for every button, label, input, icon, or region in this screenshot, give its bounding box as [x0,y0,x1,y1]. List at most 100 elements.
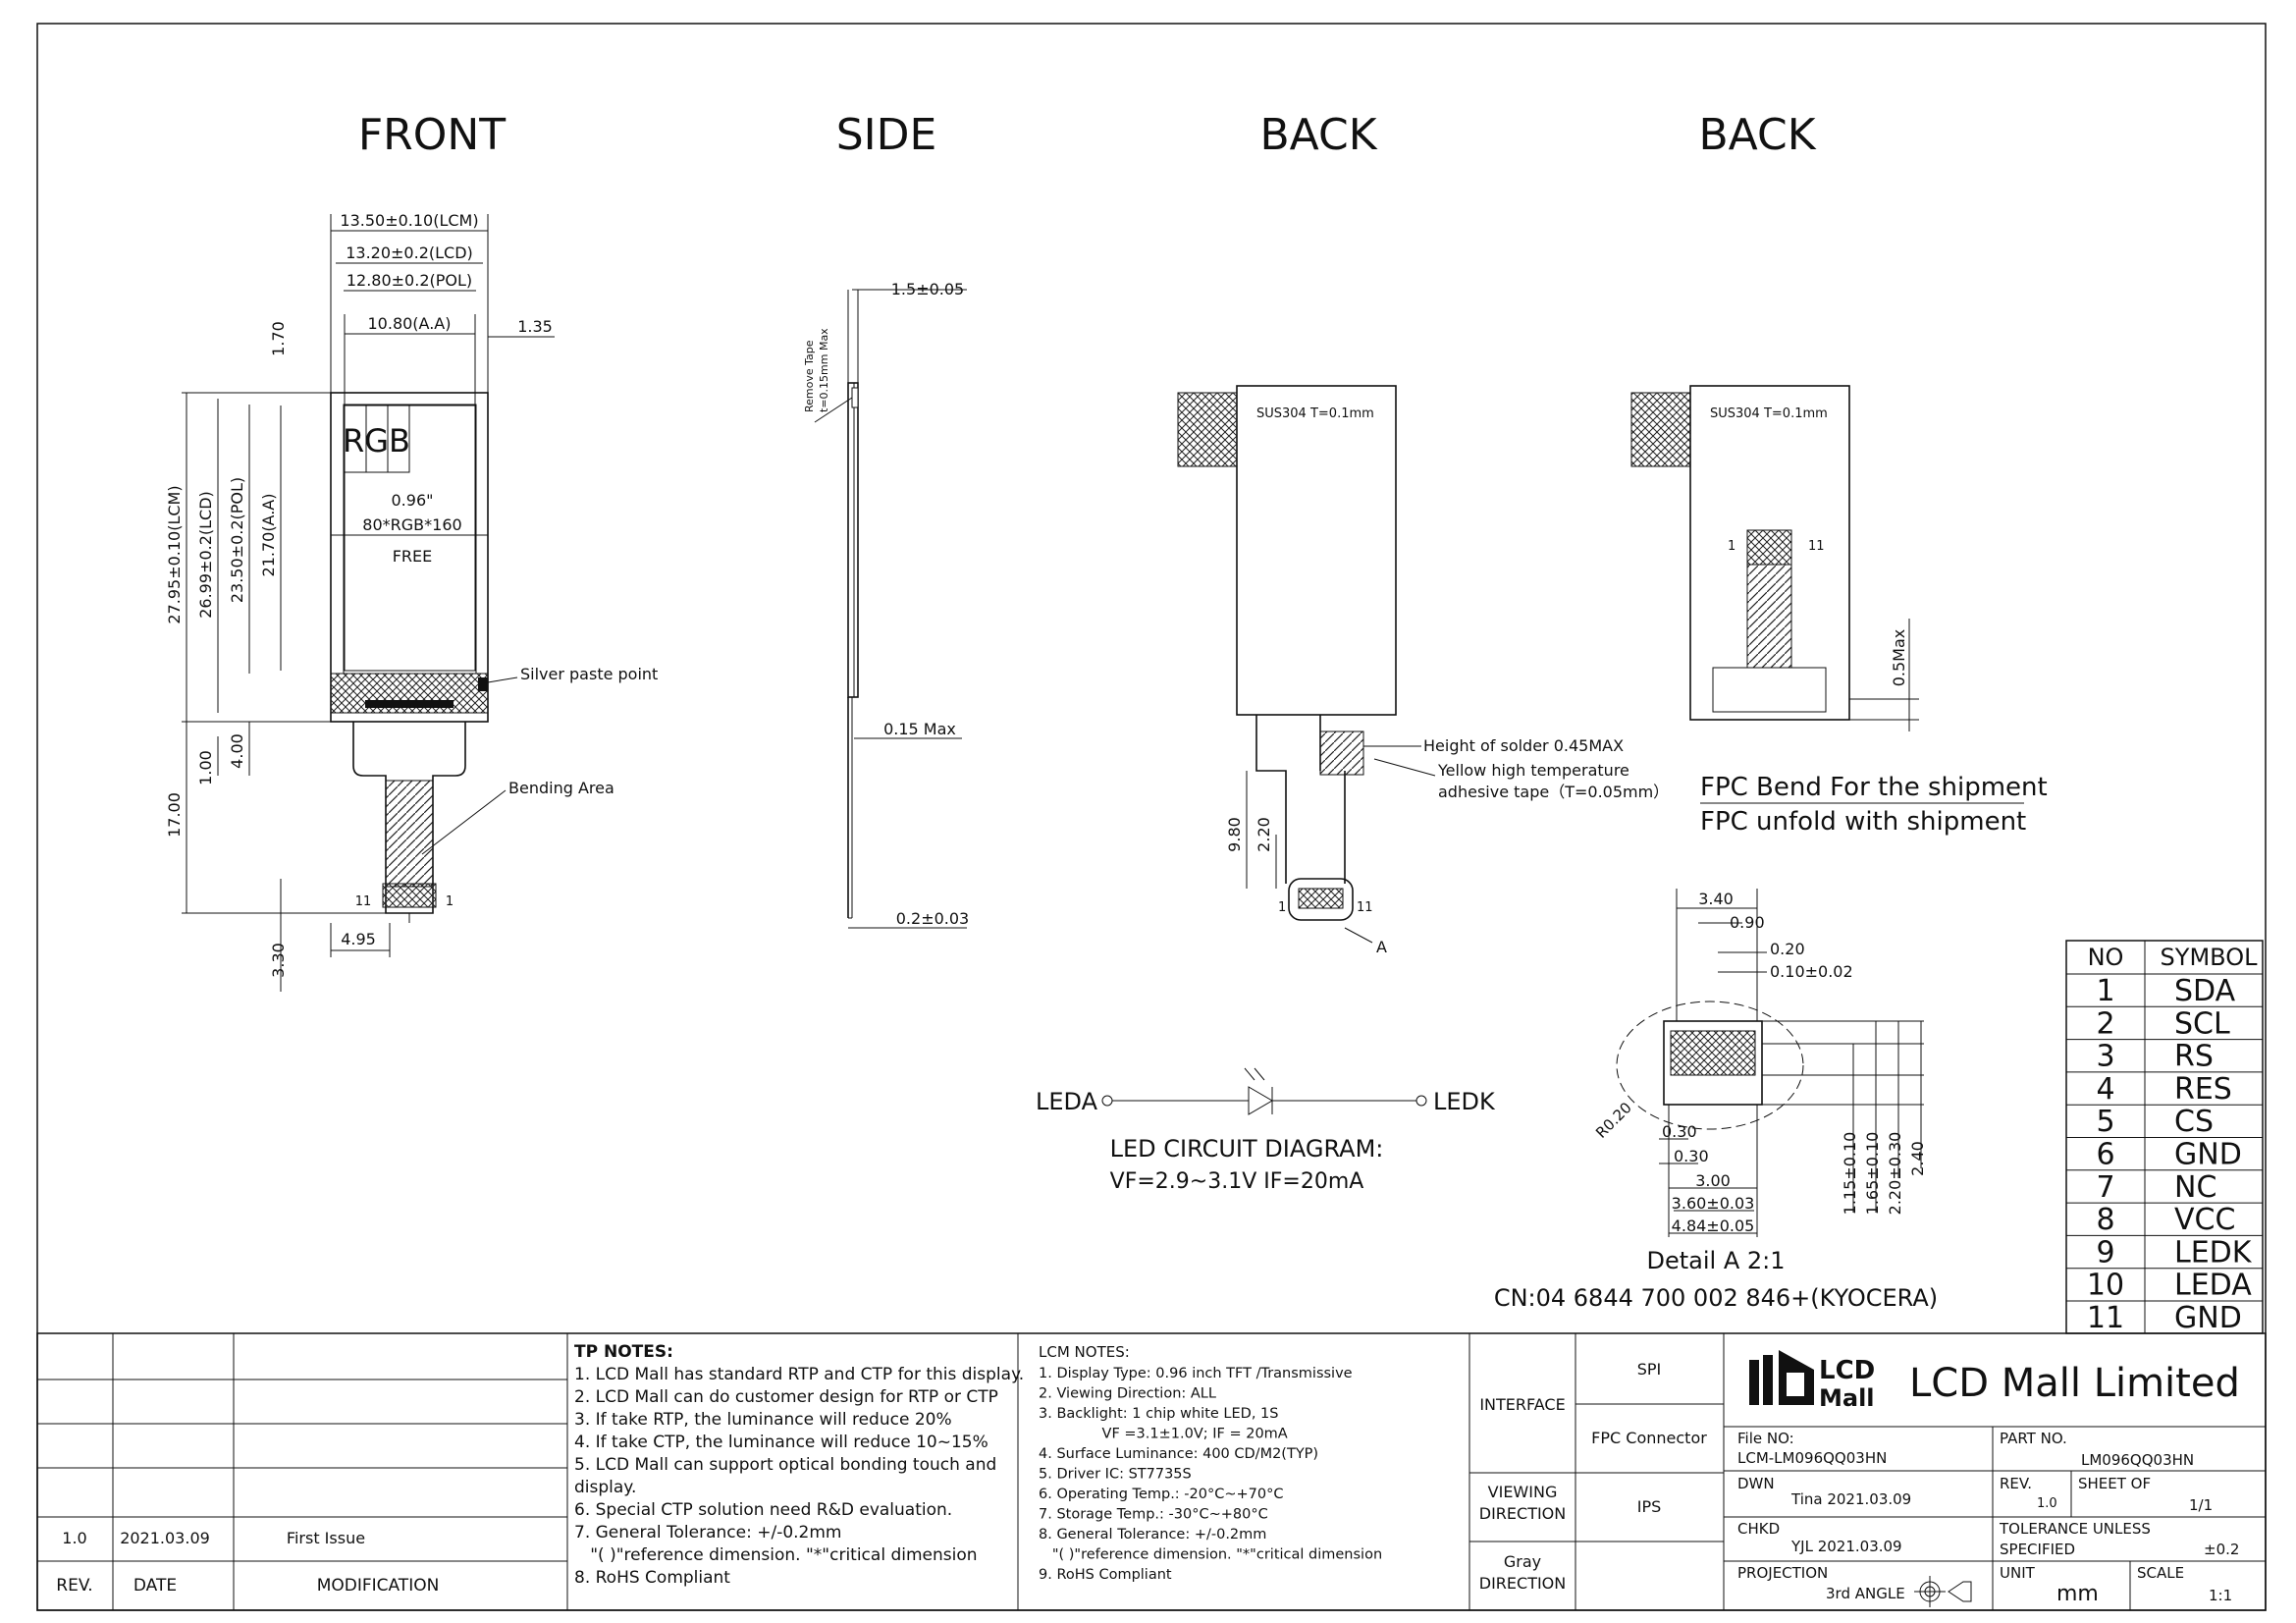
bending-area-label: Bending Area [508,779,614,797]
pin-table-header-symbol: SYMBOL [2161,944,2259,971]
title-block: LCD Mall LCD Mall Limited File NO: LCM-L… [1724,1350,2266,1610]
pin-number: 6 [2096,1138,2114,1172]
date-header: DATE [133,1576,177,1596]
detail-dim-165: 1.65±0.10 [1863,1132,1882,1216]
detail-dim-115: 1.15±0.10 [1841,1132,1859,1216]
note-line: 2. Viewing Direction: ALL [1039,1386,1216,1402]
note-line: 6. Operating Temp.: -20°C~+70°C [1039,1487,1283,1502]
rev-header: REV. [56,1576,92,1596]
scale-label: SCALE [2137,1564,2184,1582]
logo-text-mall: Mall [1819,1384,1875,1412]
unit-label: UNIT [2000,1564,2036,1582]
dwn-value: Tina 2021.03.09 [1790,1490,1911,1508]
detail-connector-body [1663,1020,1763,1106]
tolerance-label-1: TOLERANCE UNLESS [1999,1520,2151,1538]
back-1-outline [1236,385,1397,716]
detail-dim-360: 3.60±0.03 [1672,1194,1755,1213]
gray-label-1: Gray [1504,1552,1541,1571]
pin-symbol: GND [2174,1138,2242,1172]
note-line: 5. Driver IC: ST7735S [1039,1467,1192,1483]
front-resolution: 80*RGB*160 [362,515,461,534]
pin-number: 2 [2096,1006,2114,1041]
front-lcm-outline [330,392,489,723]
viewing-label-2: DIRECTION [1479,1504,1567,1523]
unit-value: mm [2056,1582,2099,1606]
note-line: 7. Storage Temp.: -30°C~+80°C [1039,1507,1268,1523]
pin-number: 4 [2096,1072,2114,1107]
lcm-notes: LCM NOTES: 1. Display Type: 0.96 inch TF… [1039,1343,1382,1583]
chkd-label: CHKD [1737,1520,1780,1538]
dim-1: 1.00 [196,750,215,785]
note-line: 4. If take CTP, the luminance will reduc… [574,1433,988,1452]
view-title-side: SIDE [836,110,937,160]
yellow-tape-label-2: adhesive tape（T=0.05mm） [1438,783,1669,801]
detail-a: 3.40 0.90 0.20 0.10±0.02 R0.20 0.30 0.30… [1494,889,1938,1312]
modification-header: MODIFICATION [317,1576,440,1596]
back-2-sus: SUS304 T=0.1mm [1710,406,1828,421]
pin-symbol: VCC [2174,1203,2235,1237]
projection-value: 3rd ANGLE [1826,1585,1905,1602]
tolerance-label-2: SPECIFIED [2000,1541,2075,1558]
side-dim-max: 0.15 Max [883,720,956,738]
side-dim-thickness: 1.5±0.05 [891,280,964,298]
dim-lcd-height: 26.99±0.2(LCD) [196,491,215,619]
interface-value: SPI [1637,1360,1662,1379]
pin-symbol: GND [2174,1301,2242,1335]
chkd-value: YJL 2021.03.09 [1790,1538,1902,1555]
tolerance-value: ±0.2 [2204,1541,2239,1558]
detail-dim-240: 2.40 [1908,1141,1927,1176]
dim-aa-height: 21.70(A.A) [259,494,278,577]
front-free: FREE [393,547,433,566]
back-2-pin-11: 11 [1808,539,1825,554]
dim-pol-height: 23.50±0.2(POL) [228,477,246,603]
pin-symbol: LEDK [2174,1235,2253,1270]
solder-area [1319,730,1364,776]
back-2-pin-1: 1 [1728,539,1735,554]
back-1-pin-1: 1 [1278,900,1286,915]
detail-callout-a: A [1376,938,1387,956]
note-line: 4. Surface Luminance: 400 CD/M2(TYP) [1039,1446,1318,1462]
silver-paste-label: Silver paste point [520,665,658,683]
fpc-bend-note: FPC Bend For the shipment [1700,773,2048,802]
led-diagram-spec: VF=2.9~3.1V IF=20mA [1110,1169,1364,1194]
silver-paste-point [478,677,488,691]
rev-value: 1.0 [62,1529,86,1547]
rev-number: 1.0 [2037,1496,2057,1511]
viewing-value: IPS [1637,1497,1662,1516]
back-2-outline [1689,385,1850,721]
side-panel [847,382,859,698]
scale-value: 1:1 [2209,1587,2232,1604]
pin-symbol: LEDA [2174,1269,2252,1303]
yellow-tape-label-1: Yellow high temperature [1437,761,1629,780]
led-circuit: LEDA LEDK LED CIRCUIT DIAGRAM: VF=2.9~3.… [1036,1067,1496,1194]
detail-dim-030b: 0.30 [1674,1147,1709,1165]
logo-text-lcd: LCD [1819,1356,1875,1385]
detail-dim-484: 4.84±0.05 [1672,1217,1755,1235]
detail-title: Detail A 2:1 [1647,1247,1786,1274]
note-line: 8. General Tolerance: +/-0.2mm [1039,1527,1266,1542]
note-line: 5. LCD Mall can support optical bonding … [574,1455,996,1475]
dim-aa-width: 10.80(A.A) [368,314,452,333]
connector-part-no: CN:04 6844 700 002 846+(KYOCERA) [1494,1284,1938,1312]
tp-notes-title: TP NOTES: [574,1342,673,1362]
view-title-front: FRONT [358,110,506,160]
side-tape: Remove Tape [803,340,816,412]
back-view-2: SUS304 T=0.1mm 1 11 0.5Max FPC Bend For … [1630,385,2048,837]
front-pin-11: 11 [355,894,372,909]
note-line: 2. LCD Mall can do customer design for R… [574,1387,998,1407]
revision-block: 1.0 2021.03.09 First Issue REV. DATE MOD… [37,1333,568,1610]
led-diagram-title: LED CIRCUIT DIAGRAM: [1110,1135,1384,1163]
view-title-back-2: BACK [1698,110,1816,160]
gray-label-2: DIRECTION [1479,1574,1567,1593]
detail-dim-220v: 2.20±0.30 [1886,1132,1904,1216]
front-size: 0.96" [392,491,434,510]
note-line: 8. RoHS Compliant [574,1568,730,1588]
led-cathode-label: LEDK [1433,1088,1496,1115]
rgb-label: RGB [343,422,410,460]
pin-number: 8 [2096,1203,2114,1237]
dim-lcm-height: 27.95±0.10(LCM) [165,485,184,623]
detail-dim-090: 0.90 [1730,913,1765,932]
pin-symbol: NC [2174,1170,2216,1205]
pin-number: 3 [2096,1040,2114,1074]
